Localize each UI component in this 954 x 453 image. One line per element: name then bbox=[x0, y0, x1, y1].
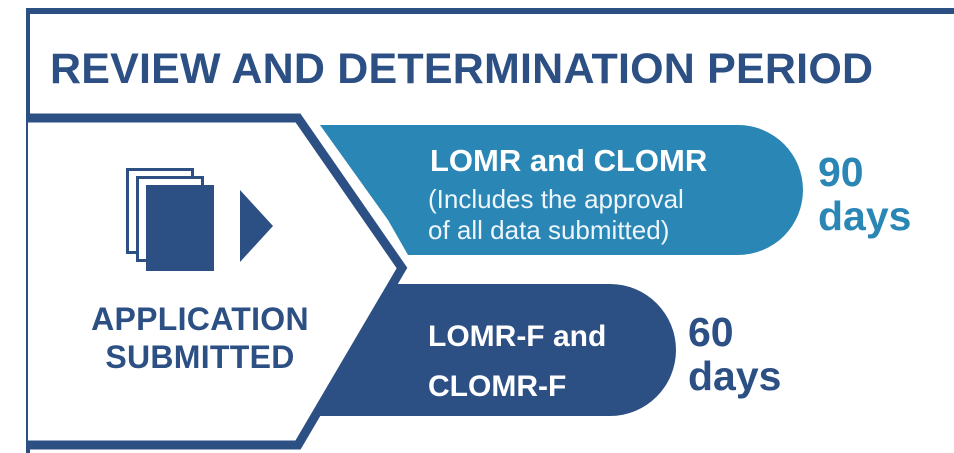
duration-value-90: 90 bbox=[818, 149, 864, 195]
lomr-f-clomr-f-pill bbox=[320, 284, 676, 416]
lomr-clomr-note-line1: (Includes the approval bbox=[428, 184, 684, 214]
application-chevron bbox=[28, 113, 408, 450]
lomr-f-label-line1: LOMR-F and bbox=[428, 320, 607, 353]
lomr-clomr-duration: 90 days bbox=[818, 150, 911, 238]
application-label-line2: SUBMITTED bbox=[105, 339, 295, 375]
application-submitted-label: APPLICATION SUBMITTED bbox=[60, 300, 340, 376]
lomr-f-clomr-f-duration: 60 days bbox=[688, 310, 781, 398]
duration-unit-60: days bbox=[688, 353, 782, 399]
lomr-clomr-note: (Includes the approval of all data submi… bbox=[428, 184, 768, 246]
lomr-f-label-line2: CLOMR-F bbox=[428, 370, 567, 403]
document-stack-icon bbox=[126, 168, 214, 271]
lomr-clomr-heading: LOMR and CLOMR bbox=[430, 143, 708, 178]
lomr-f-clomr-f-label: LOMR-F and CLOMR-F bbox=[428, 312, 678, 412]
lomr-clomr-note-line2: of all data submitted) bbox=[428, 215, 670, 245]
duration-value-60: 60 bbox=[688, 309, 734, 355]
duration-unit-90: days bbox=[818, 193, 912, 239]
application-label-line1: APPLICATION bbox=[91, 301, 309, 337]
top-border bbox=[26, 8, 954, 14]
page-title: REVIEW AND DETERMINATION PERIOD bbox=[50, 45, 874, 93]
arrow-right-icon bbox=[240, 190, 273, 262]
lomr-clomr-pill bbox=[320, 125, 803, 255]
